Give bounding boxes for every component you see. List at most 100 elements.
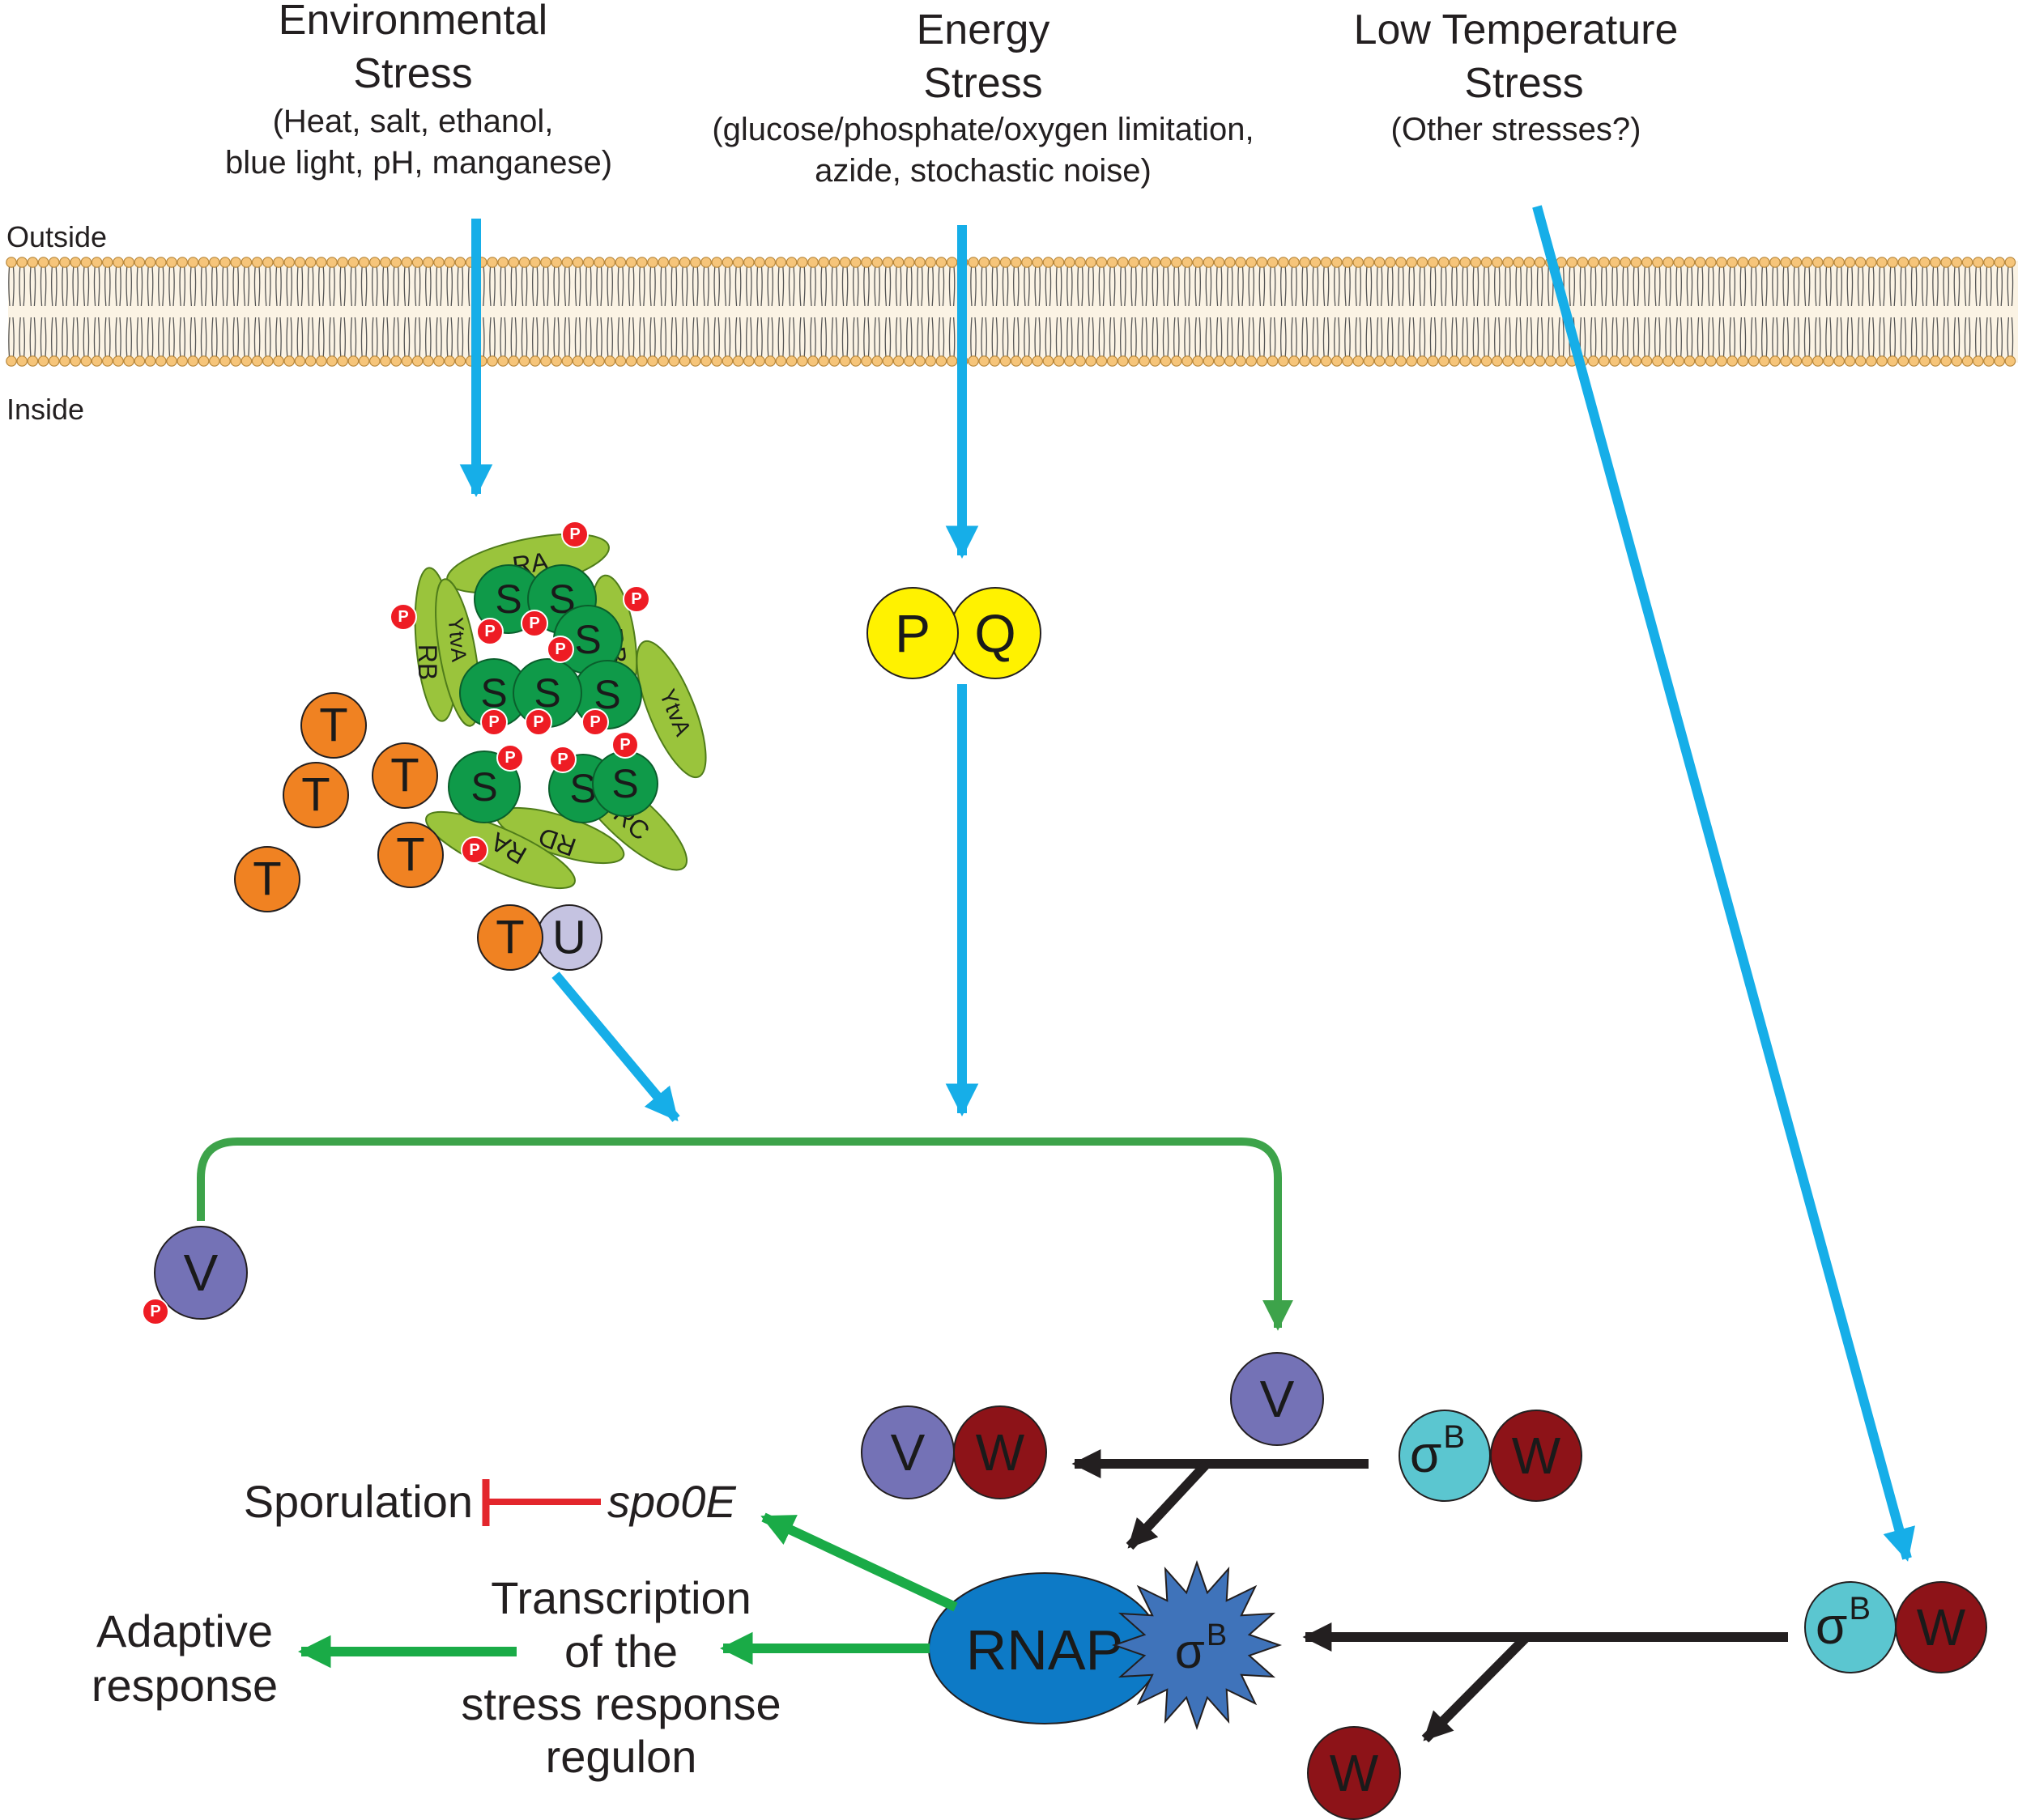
lipid-head	[102, 355, 113, 367]
sigma-w-complex-lower: W σB	[1804, 1581, 1987, 1673]
lipid-head	[989, 355, 1001, 367]
lipid-head	[1994, 257, 2005, 268]
phosphate-label: P	[631, 590, 641, 608]
lipid-head	[380, 257, 391, 268]
lipid-head	[1352, 355, 1364, 367]
lipid-head	[743, 257, 755, 268]
lipid-head	[1502, 257, 1514, 268]
transcription-label: Transcription of the stress response reg…	[461, 1572, 781, 1782]
lipid-head	[658, 355, 669, 367]
lipid-head	[1011, 257, 1022, 268]
rsbt-bound-label: T	[496, 912, 524, 964]
lipid-head	[882, 355, 894, 367]
w-release-arrow	[1421, 1633, 1531, 1743]
lipid-head	[1096, 355, 1108, 367]
lipid-head	[27, 355, 39, 367]
lipid-head	[1866, 355, 1877, 367]
phosphate-group	[561, 521, 589, 548]
lipid-head	[764, 257, 776, 268]
phosphate-group	[581, 708, 609, 736]
lipid-head	[1256, 257, 1268, 268]
lipid-head	[1673, 355, 1684, 367]
lipid-head	[1203, 257, 1215, 268]
lipid-head	[807, 257, 819, 268]
lipid-head	[551, 257, 562, 268]
lipid-head	[1630, 355, 1642, 367]
rsbs-label: S	[480, 670, 507, 716]
lipid-head	[326, 257, 338, 268]
lipid-head	[1609, 257, 1620, 268]
spo0e-label: spo0E	[607, 1476, 736, 1527]
lipid-bilayer-membrane	[6, 257, 2018, 367]
lipid-head	[732, 257, 744, 268]
lipid-head	[1599, 355, 1610, 367]
lipid-head	[989, 257, 1001, 268]
lipid-head	[1534, 355, 1546, 367]
lipid-head	[1181, 355, 1193, 367]
rsbw-free-protein	[1307, 1726, 1401, 1820]
lipid-head	[518, 355, 530, 367]
lipid-head	[604, 355, 615, 367]
lipid-head	[16, 257, 28, 268]
lipid-head	[347, 257, 360, 268]
lipid-head	[1064, 257, 1075, 268]
lipid-head	[1930, 355, 1941, 367]
lipid-head	[1235, 355, 1246, 367]
lipid-head	[1267, 355, 1279, 367]
lipid-head	[647, 355, 658, 367]
lipid-head	[1566, 257, 1577, 268]
adaptive-line-1: Adaptive	[96, 1605, 273, 1656]
lipid-head	[49, 355, 60, 367]
phosphate-group	[390, 603, 417, 631]
tu-complex: U T	[477, 904, 602, 971]
sigma-b-upper-label: σB	[1410, 1419, 1465, 1483]
lipid-head	[1480, 355, 1492, 367]
low-temperature-stress-title-1: Low Temperature	[1354, 6, 1679, 53]
lipid-head	[785, 257, 798, 268]
lipid-head	[358, 355, 370, 367]
lipid-head	[497, 257, 509, 268]
lipid-head	[1064, 355, 1075, 367]
tu-activation-arrow	[551, 972, 680, 1122]
phosphate-group	[461, 836, 488, 864]
lipid-head	[422, 355, 434, 367]
lipid-head	[839, 257, 851, 268]
lipid-head	[1373, 257, 1386, 268]
rsbt-protein	[300, 692, 367, 759]
lipid-head	[818, 257, 829, 268]
lipid-head	[1919, 355, 1931, 367]
lipid-head	[1716, 257, 1727, 268]
spo0e-induction-arrow	[760, 1512, 958, 1612]
lipid-head	[1438, 355, 1450, 367]
phosphate-label: P	[557, 751, 568, 768]
rsbv-phosphate	[142, 1298, 169, 1325]
lipid-head	[796, 355, 808, 367]
lipid-head	[1737, 257, 1749, 268]
sigma-w-complex-upper: W σB	[1399, 1410, 1582, 1502]
lipid-head	[1844, 355, 1856, 367]
lipid-head	[1748, 355, 1760, 367]
lipid-head	[1812, 355, 1824, 367]
lipid-head	[1224, 257, 1236, 268]
rsbv-phospho-protein	[154, 1226, 248, 1320]
lipid-head	[775, 257, 787, 268]
lipid-head	[166, 355, 177, 367]
lipid-head	[70, 355, 81, 367]
phosphate-group	[480, 708, 508, 736]
rsbt-bound-protein	[477, 904, 543, 971]
phosphate-group	[521, 610, 548, 637]
lipid-head	[1021, 355, 1032, 367]
lipid-head	[134, 257, 146, 268]
lipid-head	[594, 257, 605, 268]
environmental-stress-detail-1: (Heat, salt, ethanol,	[273, 104, 554, 139]
rsbt-label: T	[396, 829, 424, 882]
lipid-head	[1449, 355, 1460, 367]
lipid-head	[315, 355, 327, 367]
lipid-head	[1085, 257, 1096, 268]
lipid-tail-lines	[8, 266, 2014, 357]
lipid-head	[1309, 355, 1322, 367]
rsbs-label: S	[611, 761, 638, 806]
lipid-head	[1748, 257, 1760, 268]
lipid-head	[1032, 257, 1043, 268]
